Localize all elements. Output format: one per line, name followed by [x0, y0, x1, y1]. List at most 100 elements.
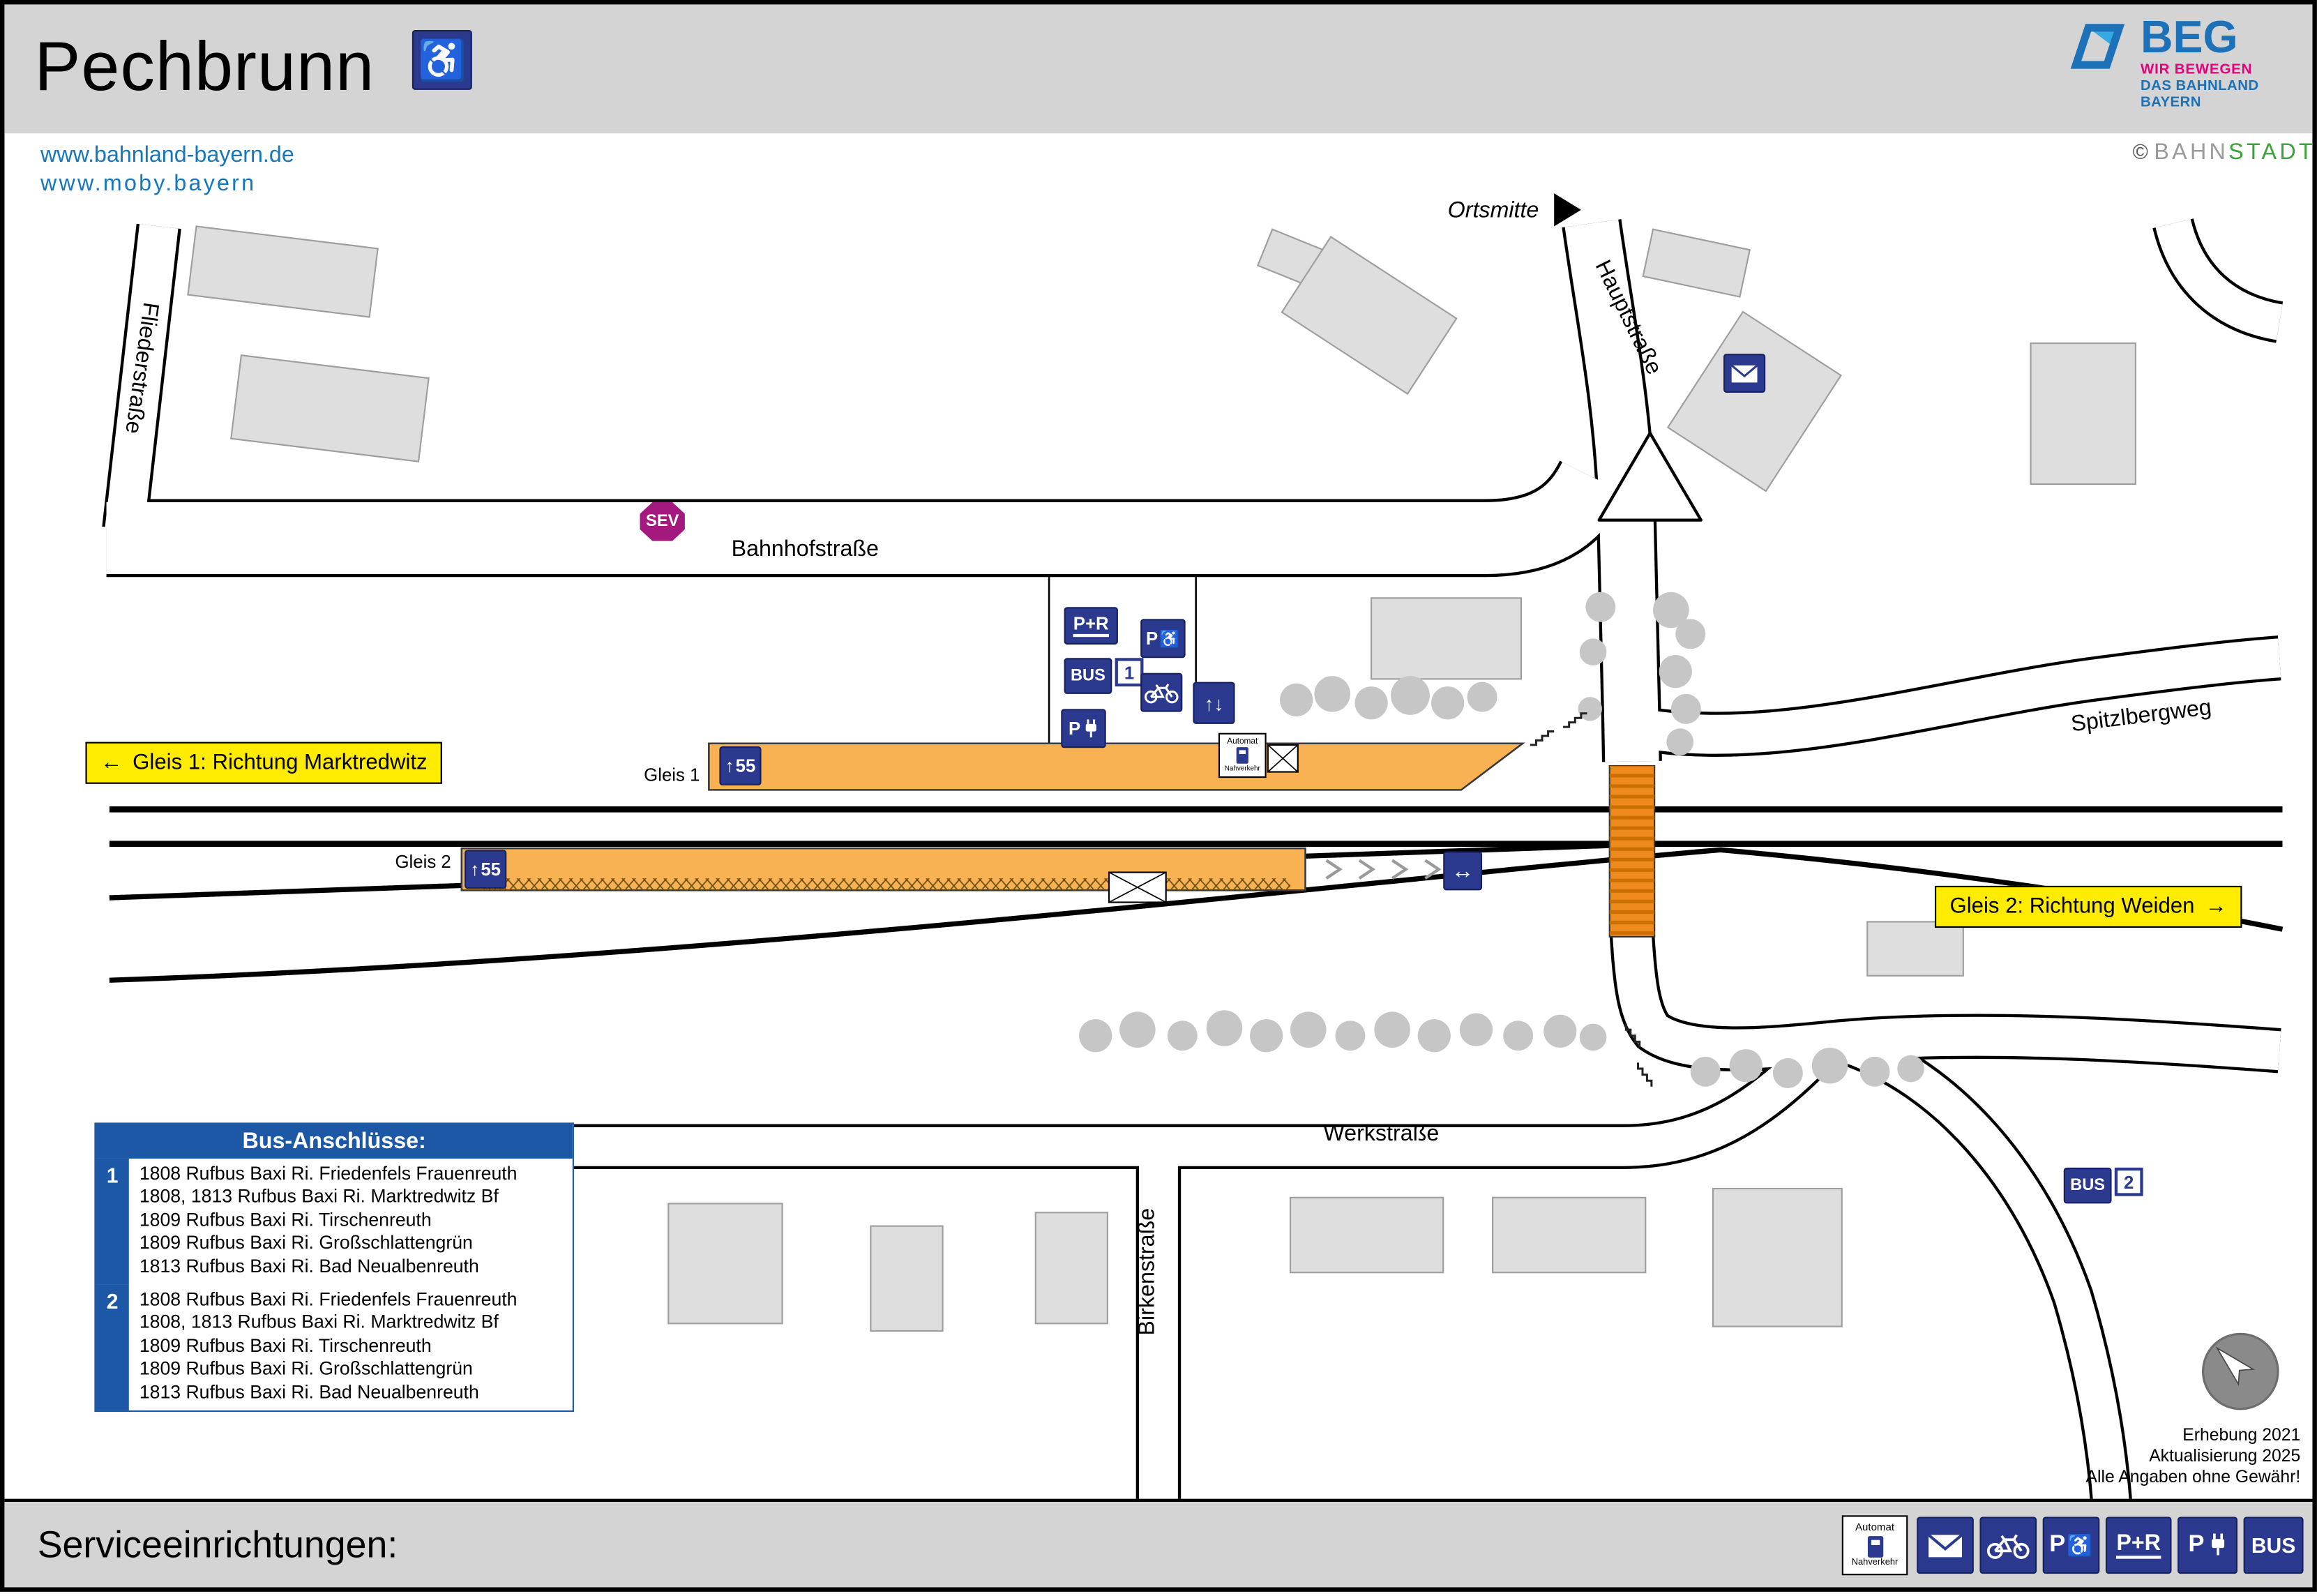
- legend-bus-icon: BUS: [2243, 1516, 2304, 1574]
- beg-tagline-2: DAS BAHNLAND BAYERN: [2140, 77, 2259, 112]
- platform-height-value: 55: [735, 755, 756, 777]
- bus-line: 1813 Rufbus Baxi Ri. Bad Neualbenreuth: [139, 1255, 479, 1277]
- level-crossing: [1608, 765, 1656, 938]
- building: [1034, 1212, 1108, 1325]
- legend-disabled-parking-icon: P♿: [2042, 1516, 2100, 1574]
- elevator-icon: ↑↓: [1193, 682, 1235, 724]
- bus-line: 1809 Rufbus Baxi Ri. Tirschenreuth: [139, 1209, 432, 1230]
- stairs-and-guides: [1325, 712, 1653, 1087]
- barrier-free-crossing-icon: ↔: [1443, 851, 1483, 891]
- direction-text-gleis2: Gleis 2: Richtung Weiden: [1949, 894, 2195, 919]
- gleis1-label: Gleis 1: [644, 764, 700, 785]
- sev-stop-sign: SEV: [640, 502, 685, 541]
- stairs-icon: [1563, 712, 1587, 728]
- bus-line: 1808, 1813 Rufbus Baxi Ri. Marktredwitz …: [139, 1312, 499, 1334]
- building: [2030, 342, 2136, 485]
- envelope-icon: [1730, 363, 1758, 382]
- building: [1866, 921, 1964, 977]
- bus-line: 1808 Rufbus Baxi Ri. Friedenfels Frauenr…: [139, 1288, 518, 1311]
- link-bahnland-bayern[interactable]: www.bahnland-bayern.de: [40, 142, 294, 168]
- building: [1666, 310, 1842, 492]
- platform-height-sign-gleis2: ↑55: [465, 850, 507, 889]
- bus-line: 1808, 1813 Rufbus Baxi Ri. Marktredwitz …: [139, 1186, 499, 1207]
- bike-parking-icon: [1140, 672, 1183, 712]
- platform-gleis1: [708, 742, 1525, 791]
- ticket-machine-icon: Automat Nahverkehr: [1218, 732, 1267, 778]
- accessibility-badge: ♿: [412, 29, 472, 90]
- traffic-island: [1597, 431, 1703, 522]
- bus-line: 1808 Rufbus Baxi Ri. Friedenfels Frauenr…: [139, 1163, 518, 1184]
- disabled-parking-icon: P♿: [1140, 619, 1186, 658]
- building: [1642, 228, 1751, 298]
- p-text: P: [2188, 1531, 2205, 1558]
- link-moby-bayern[interactable]: www.moby.bayern: [40, 170, 257, 197]
- bahnstadt-stadt: STADT: [2228, 139, 2316, 165]
- bus-group-2: 2 1808 Rufbus Baxi Ri. Friedenfels Fraue…: [96, 1284, 573, 1411]
- building: [1289, 1196, 1444, 1274]
- footer-bar: Serviceeinrichtungen: Automat Nahverkehr: [4, 1498, 2313, 1588]
- bus-stop2-number: 2: [2114, 1167, 2143, 1196]
- building: [1281, 236, 1458, 396]
- legend-ev-charging-icon: P: [2178, 1516, 2238, 1574]
- stairs-icon: [1530, 730, 1555, 746]
- pr-text: P+R: [1073, 615, 1109, 638]
- beg-logo: BEG WIR BEWEGEN DAS BAHNLAND BAYERN: [2067, 16, 2312, 112]
- arrow-left-icon: ←: [100, 751, 123, 775]
- stairs-icon: [1637, 1062, 1653, 1087]
- direction-text-gleis1: Gleis 1: Richtung Marktredwitz: [133, 751, 428, 775]
- street-label-bahnhofstrasse: Bahnhofstraße: [731, 536, 880, 562]
- machine-pictogram: [1236, 747, 1248, 765]
- gleis2-label: Gleis 2: [395, 851, 451, 873]
- platform-height-value: 55: [481, 859, 501, 880]
- ortsmitte-label: Ortsmitte: [1447, 197, 1539, 223]
- arrow-right-icon: →: [2205, 894, 2227, 919]
- pr-text: P+R: [2116, 1532, 2161, 1559]
- wheelchair-icon: ♿: [418, 36, 467, 82]
- p-text: P: [2049, 1531, 2066, 1558]
- survey-year: Erhebung 2021: [2182, 1426, 2301, 1445]
- bus-line: 1813 Rufbus Baxi Ri. Bad Neualbenreuth: [139, 1381, 479, 1403]
- park-and-ride-icon: P+R: [1064, 607, 1118, 645]
- beg-tagline-1: WIR BEWEGEN: [2140, 61, 2253, 78]
- bus-line: 1809 Rufbus Baxi Ri. Großschlattengrün: [139, 1358, 473, 1380]
- ortsmitte-pointer: Ortsmitte: [1447, 193, 1581, 227]
- building: [1492, 1196, 1647, 1274]
- arrow-up-icon: ↑: [725, 755, 734, 777]
- direction-arrow-icon: [1553, 193, 1581, 227]
- forecourt-outline: [1048, 577, 1197, 772]
- automat-label: Automat: [1227, 737, 1258, 747]
- bus-stop2-icon: BUS: [2063, 1167, 2112, 1204]
- p-text: P: [1068, 718, 1081, 739]
- envelope-icon: [1927, 1533, 1963, 1557]
- bicycle-icon: [1986, 1534, 2030, 1559]
- building: [667, 1203, 783, 1325]
- legend-park-and-ride-icon: P+R: [2105, 1516, 2172, 1574]
- legend-bike-parking-icon: [1979, 1516, 2037, 1574]
- stairs-icon: [1624, 1023, 1641, 1048]
- bus-group-1: 1 1808 Rufbus Baxi Ri. Friedenfels Fraue…: [96, 1158, 573, 1285]
- tactile-strip: [481, 878, 1291, 891]
- beg-logo-mark: [2070, 24, 2125, 69]
- bus-stop1-number: 1: [1115, 658, 1144, 687]
- trees-layer: [1079, 592, 1924, 1088]
- update-year: Aktualisierung 2025: [2149, 1447, 2301, 1466]
- building: [187, 225, 379, 318]
- building: [230, 354, 430, 462]
- bahnstadt-credit: ©BAHNSTADT: [2133, 140, 2316, 165]
- p-text: P: [1145, 628, 1158, 649]
- bus-connections-box: Bus-Anschlüsse: 1 1808 Rufbus Baxi Ri. F…: [94, 1122, 574, 1413]
- street-label-werkstrasse: Werkstraße: [1323, 1121, 1440, 1147]
- automat-label: Automat: [1855, 1522, 1895, 1533]
- legend-post-box-icon: [1917, 1516, 1974, 1574]
- ev-charging-parking-icon: P: [1061, 709, 1106, 748]
- building: [1712, 1187, 1843, 1327]
- crossing-guide-chevrons: [1325, 859, 1442, 880]
- bus-box-title: Bus-Anschlüsse:: [96, 1124, 573, 1159]
- post-box-icon: [1723, 354, 1766, 393]
- building: [870, 1225, 944, 1332]
- direction-label-gleis1: ← Gleis 1: Richtung Marktredwitz: [85, 741, 443, 784]
- bus-line: 1809 Rufbus Baxi Ri. Großschlattengrün: [139, 1232, 473, 1254]
- footer-label: Serviceeinrichtungen:: [37, 1524, 398, 1567]
- machine-pictogram: [1866, 1535, 1883, 1557]
